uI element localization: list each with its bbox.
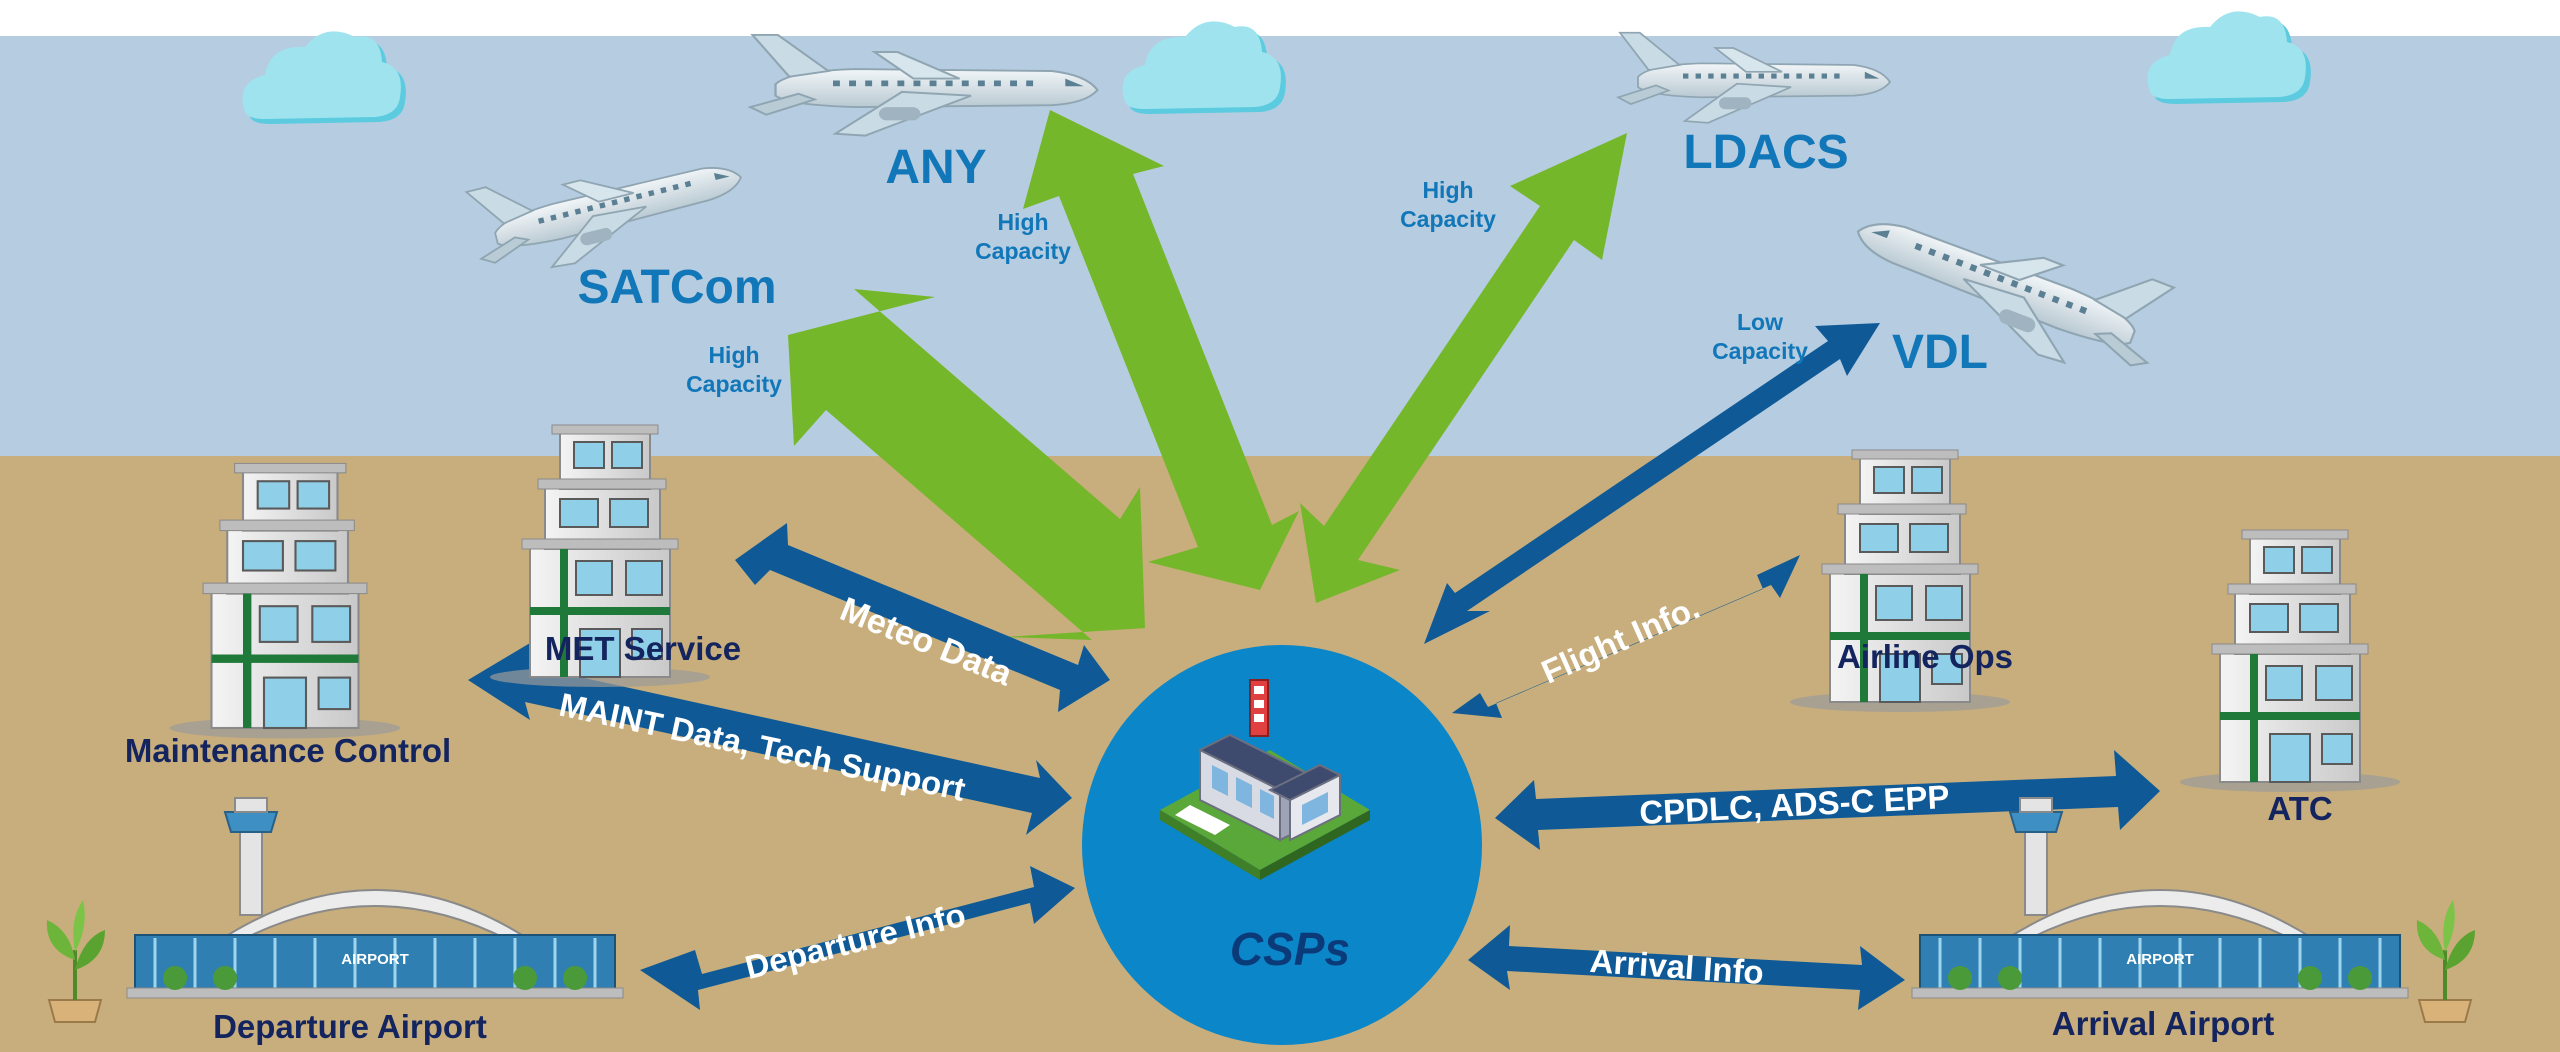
vdl-label: VDL: [1892, 326, 1988, 379]
satcom-label: SATCom: [577, 261, 776, 314]
arrival-airport-label: Arrival Airport: [2052, 1005, 2275, 1042]
vdl-link-arrow: [1424, 323, 1880, 644]
maintenance-control-label: Maintenance Control: [125, 732, 451, 769]
airline-ops-label: Airline Ops: [1837, 638, 2013, 675]
cloud-icon: [1122, 21, 1286, 114]
satcom-capacity-line1: High: [708, 342, 759, 368]
meteo-link-arrow: [735, 523, 1110, 712]
departure-link-arrow: [640, 866, 1075, 1010]
csp-building-icon: [1160, 679, 1370, 880]
satcom-capacity-line2: Capacity: [686, 371, 782, 397]
ldacs-capacity-line1: High: [1422, 177, 1473, 203]
flight-link-arrow: [1452, 555, 1800, 718]
ldacs-label: LDACS: [1683, 126, 1848, 179]
arrival-airport-sign: AIRPORT: [2126, 951, 2194, 968]
departure-airport-label: Departure Airport: [213, 1008, 487, 1045]
departure-airport-sign: AIRPORT: [341, 951, 409, 968]
vdl-capacity-line2: Capacity: [1712, 338, 1808, 364]
satcom-link-arrow: [788, 289, 1145, 640]
ldacs-capacity-line2: Capacity: [1400, 206, 1496, 232]
met-service-label: MET Service: [545, 630, 741, 667]
maint-link-arrow: [468, 643, 1072, 835]
any-link-arrow: [1023, 110, 1299, 590]
any-label: ANY: [885, 141, 986, 194]
any-capacity-line1: High: [997, 209, 1048, 235]
cpdlc-link-arrow: [1495, 750, 2160, 850]
atc-label: ATC: [2267, 790, 2332, 827]
sky: [0, 36, 2560, 460]
arrival-link-arrow: [1468, 925, 1905, 1010]
any-capacity-line2: Capacity: [975, 238, 1071, 264]
vdl-capacity-line1: Low: [1737, 309, 1783, 335]
csps-label: CSPs: [1230, 923, 1350, 975]
cloud-icon: [2147, 11, 2311, 104]
ldacs-link-arrow: [1300, 133, 1627, 603]
